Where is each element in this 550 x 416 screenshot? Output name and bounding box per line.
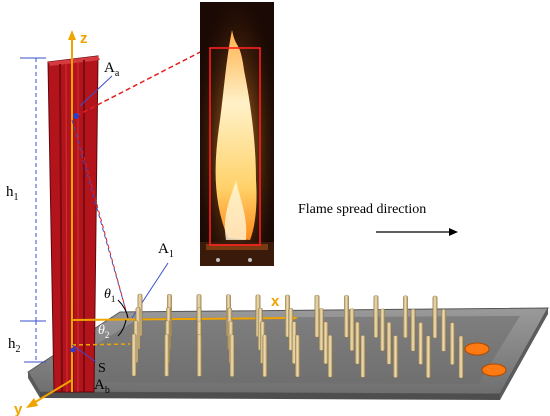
wooden-rod — [403, 295, 408, 338]
y-axis-label: y — [14, 401, 23, 416]
wooden-rod — [229, 334, 235, 377]
vertical-wall-sample — [47, 55, 100, 393]
wooden-rod — [196, 334, 202, 377]
wooden-rod — [393, 335, 398, 378]
wooden-rod — [418, 322, 424, 365]
wooden-rod — [449, 322, 455, 365]
wooden-rod — [432, 295, 438, 339]
h1-label: h1 — [6, 184, 19, 203]
wooden-rod — [441, 309, 447, 352]
view-factor-lines — [71, 46, 211, 363]
wooden-rod — [349, 308, 355, 351]
wooden-rod — [355, 321, 360, 365]
flame-photo — [200, 2, 274, 266]
flame-roi-box — [209, 47, 261, 246]
flame-spread-label: Flame spread direction — [298, 202, 426, 217]
wooden-rod — [323, 321, 329, 365]
theta2-label: θ2 — [98, 323, 109, 340]
flame-shape — [215, 30, 257, 240]
h2-label: h2 — [8, 336, 21, 355]
theta1-label: θ1 — [104, 287, 115, 304]
height-dimensions — [20, 57, 46, 363]
wooden-rod — [458, 335, 464, 379]
point-Ab — [70, 347, 76, 353]
theta2-arc — [117, 319, 127, 337]
wooden-rod — [373, 295, 379, 338]
burner-disc — [481, 363, 507, 377]
flame-spread-arrow — [376, 228, 458, 236]
wooden-rod — [380, 308, 385, 352]
wooden-rod — [262, 334, 268, 377]
z-axis-label: z — [80, 30, 88, 47]
rod-array — [131, 293, 464, 379]
wooden-rod — [344, 295, 349, 338]
x-axis-label: x — [271, 293, 280, 310]
Ab-label: Ab — [94, 377, 110, 396]
wooden-rod — [386, 322, 392, 365]
wooden-rod — [131, 333, 137, 377]
wooden-rod — [164, 334, 170, 377]
wooden-rod — [327, 335, 333, 378]
burner-disc — [464, 342, 490, 356]
Aa-label: Aa — [104, 60, 120, 79]
wooden-rod — [319, 308, 324, 351]
wooden-rod — [410, 308, 416, 352]
wooden-rod — [314, 295, 320, 338]
y-axis — [31, 379, 73, 405]
S-label: S — [98, 361, 106, 376]
point-Aa — [73, 113, 79, 119]
A1-label: A1 — [158, 241, 174, 260]
burner-discs — [464, 342, 507, 377]
wooden-rod — [425, 335, 431, 378]
theta1-arc — [117, 299, 129, 319]
x-axis — [71, 317, 291, 321]
wooden-rod — [360, 335, 366, 378]
wooden-rod — [295, 334, 300, 378]
